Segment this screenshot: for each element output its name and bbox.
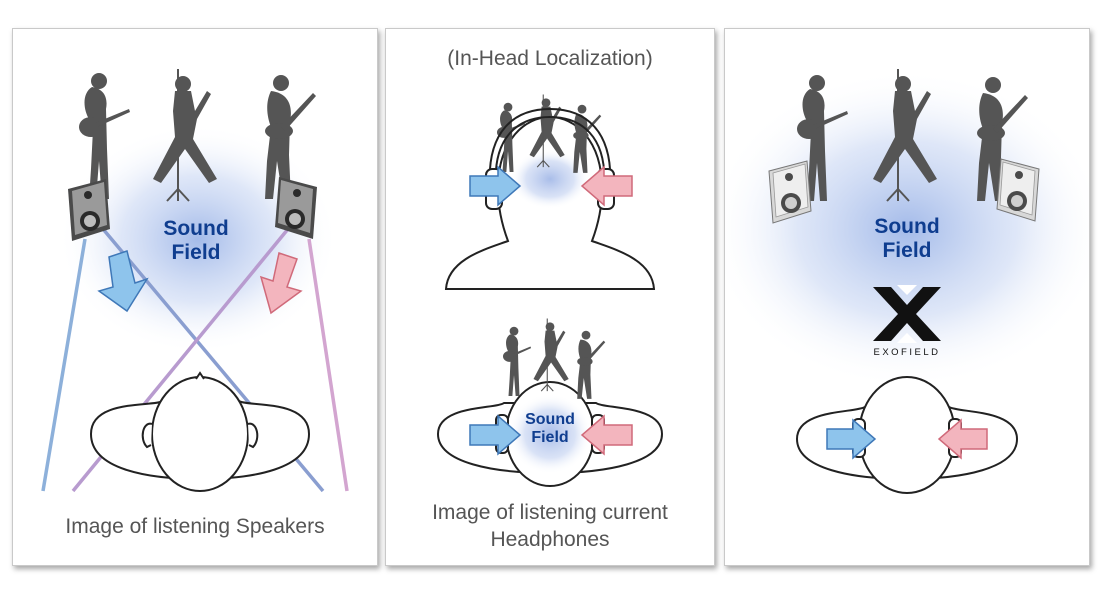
- exofield-logo-icon: [873, 285, 941, 343]
- headphone-listening-panel: (In-Head Localization): [385, 28, 715, 566]
- speaker-listening-panel: Sound Field Image of listening Speakers: [12, 28, 378, 566]
- right-channel-arrow-icon: [580, 165, 633, 207]
- speaker-scene: [41, 68, 349, 493]
- panel-caption: Image of listening current Headphones: [432, 501, 668, 551]
- right-channel-arrow-icon: [259, 252, 303, 315]
- sound-field-label: Sound Field: [163, 217, 229, 264]
- panel-caption: Image of listening Speakers: [65, 515, 325, 538]
- left-channel-arrow-icon: [469, 165, 522, 207]
- exofield-logo-text: EXOFIELD: [873, 347, 941, 358]
- headphone-scene: [436, 93, 664, 487]
- right-channel-arrow-icon: [937, 418, 988, 460]
- left-channel-arrow-icon: [97, 250, 149, 313]
- listener-head-icon: [89, 371, 311, 492]
- sound-field-label: Sound Field: [874, 215, 940, 262]
- left-channel-arrow-icon: [826, 418, 877, 460]
- exofield-listening-panel: Sound Field EXOFIELD: [724, 28, 1090, 566]
- right-channel-arrow-icon: [580, 414, 633, 456]
- sound-field-label: Sound Field: [525, 411, 575, 446]
- in-head-localization-label: (In-Head Localization): [447, 47, 653, 70]
- exofield-scene: [725, 68, 1089, 494]
- left-channel-arrow-icon: [469, 414, 522, 456]
